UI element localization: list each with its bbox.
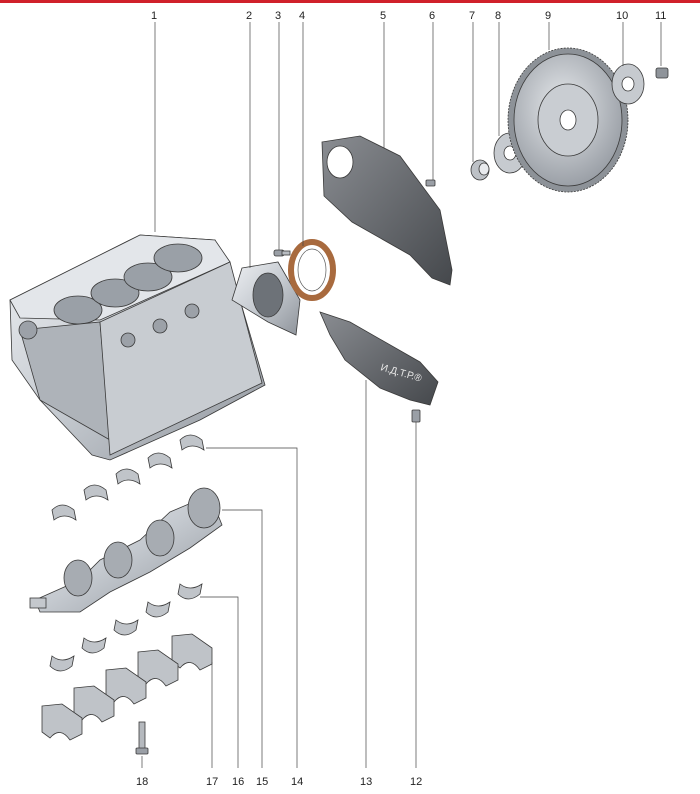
callout-1: 1 <box>151 10 157 22</box>
callout-7: 7 <box>469 10 475 22</box>
callout-6: 6 <box>429 10 435 22</box>
callout-9: 9 <box>545 10 551 22</box>
callout-4: 4 <box>299 10 305 22</box>
callout-labels: 1 2 3 4 5 6 7 8 9 10 11 12 13 14 15 16 1… <box>136 10 666 788</box>
cap-bolt <box>135 721 149 755</box>
callout-15: 15 <box>256 776 268 788</box>
flywheel-bolt <box>655 67 669 79</box>
spacer-bushing <box>470 159 490 181</box>
callout-3: 3 <box>275 10 281 22</box>
flywheel <box>507 47 629 193</box>
clutch-housing-plate <box>321 135 453 286</box>
callout-5: 5 <box>380 10 386 22</box>
crankshaft <box>29 487 223 613</box>
leader-lines <box>141 22 662 768</box>
rear-seal-holder <box>231 261 301 336</box>
main-bearing-shells-upper <box>51 434 205 521</box>
callout-14: 14 <box>291 776 303 788</box>
main-bearing-shells-lower <box>49 583 203 672</box>
cylinder-block <box>9 234 266 461</box>
main-bearing-caps <box>41 633 213 741</box>
front-cover: И.Д.Т.Р.® <box>319 311 439 406</box>
callout-16: 16 <box>232 776 244 788</box>
callout-18: 18 <box>136 776 148 788</box>
callout-12: 12 <box>410 776 422 788</box>
plate-bolt <box>425 179 436 187</box>
callout-2: 2 <box>246 10 252 22</box>
crankshaft-rear-oil-seal <box>288 239 336 301</box>
callout-11: 11 <box>655 10 666 22</box>
top-accent-line <box>0 0 700 3</box>
cover-bolt <box>411 409 421 423</box>
holder-bolt <box>273 249 291 257</box>
callout-8: 8 <box>495 10 501 22</box>
callout-17: 17 <box>206 776 218 788</box>
callout-10: 10 <box>616 10 628 22</box>
flywheel-washer-rear <box>611 63 645 105</box>
callout-13: 13 <box>360 776 372 788</box>
